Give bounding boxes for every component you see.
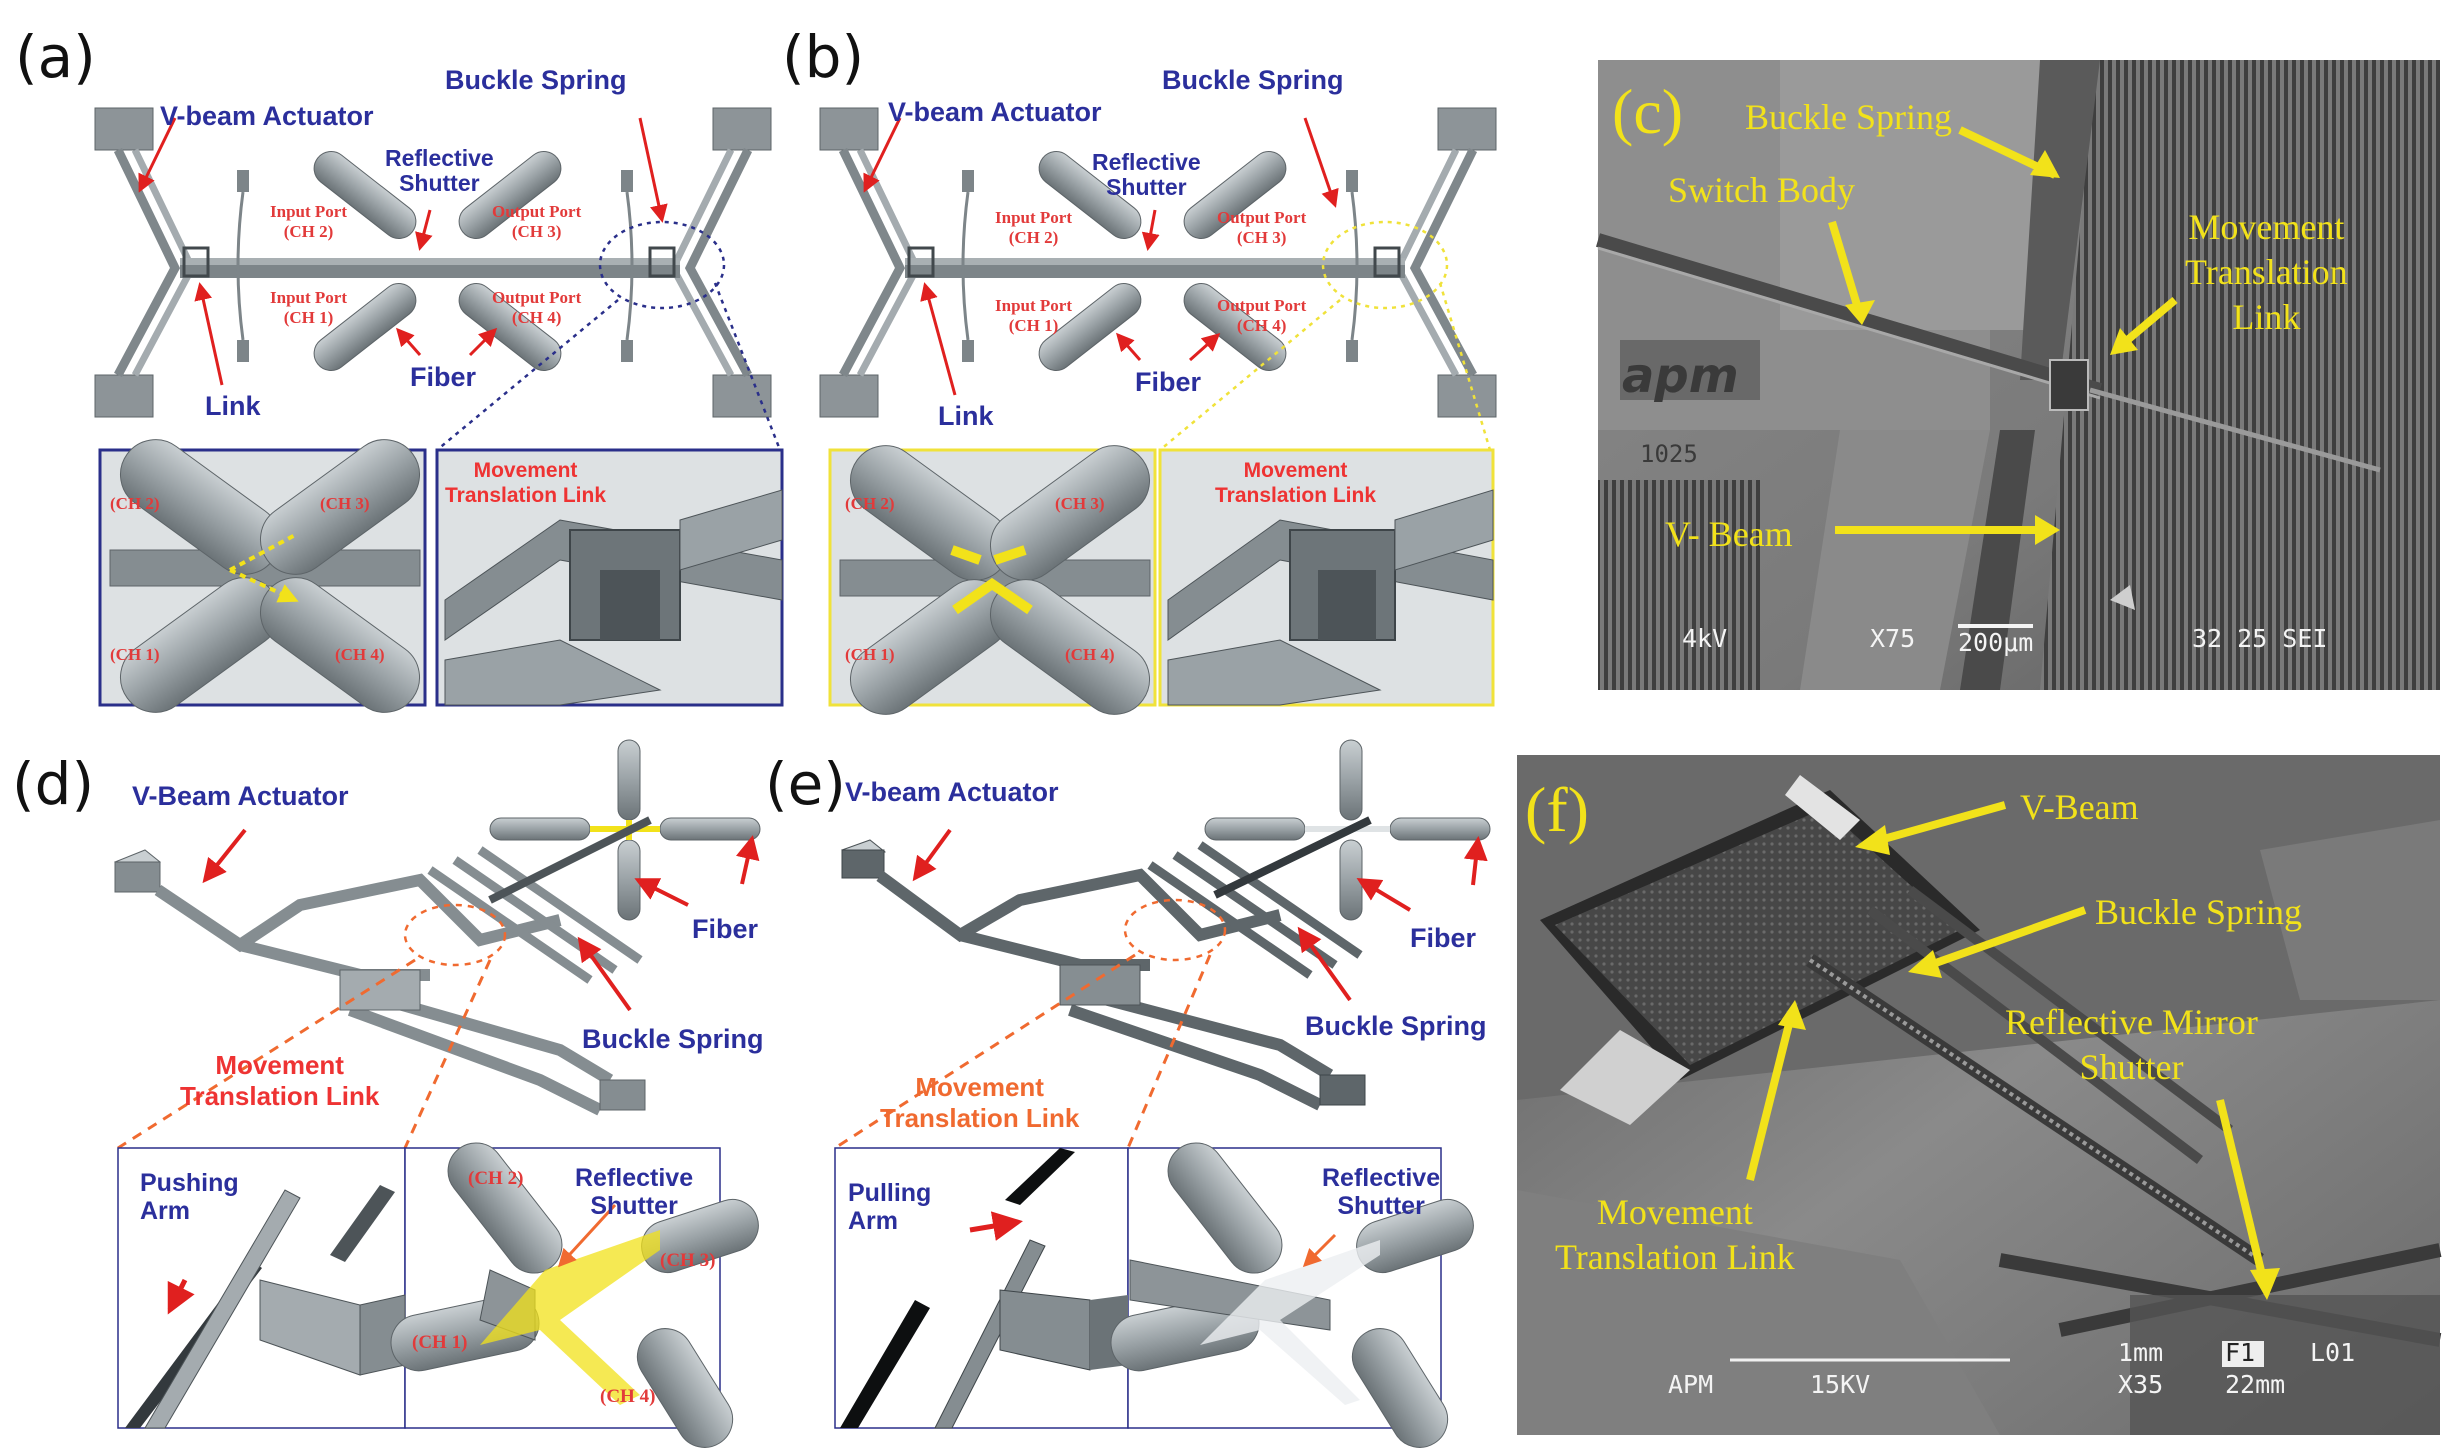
b-output-ch3-label: Output Port (CH 3)	[1217, 208, 1307, 247]
b-inset-ch4: (CH 4)	[1065, 645, 1115, 664]
b-input-ch2-label: Input Port (CH 2)	[995, 208, 1072, 247]
a-output-ch4-label: Output Port (CH 4)	[492, 288, 582, 327]
b-fiber-label: Fiber	[1135, 367, 1202, 397]
c-sem-mag: X75	[1870, 624, 1916, 653]
panel-a-label: (a)	[15, 23, 96, 91]
d-ch1-label: (CH 1)	[412, 1332, 468, 1353]
a-inset-ch1: (CH 1)	[110, 645, 160, 664]
e-vbeam-label: V-beam Actuator	[845, 777, 1059, 807]
b-buckle-label: Buckle Spring	[1162, 65, 1344, 95]
c-vbeam-label: V- Beam	[1665, 514, 1793, 554]
c-sem-id: 32 25 SEI	[2192, 624, 2328, 653]
f-sem-kv: 15KV	[1810, 1370, 1871, 1399]
f-sem-l: L01	[2310, 1338, 2356, 1367]
e-shutter-label: Reflective Shutter	[1322, 1164, 1441, 1220]
d-mtl-label: Movement Translation Link	[180, 1050, 380, 1112]
d-vbeam-label: V-Beam Actuator	[132, 781, 349, 811]
panel-d-diagram	[114, 739, 761, 1448]
b-input-ch1-label: Input Port (CH 1)	[995, 296, 1072, 335]
b-link-label: Link	[938, 401, 994, 431]
a-vbeam-label: V-beam Actuator	[160, 101, 374, 131]
f-buckle-label: Buckle Spring	[2095, 892, 2302, 932]
b-vbeam-label: V-beam Actuator	[888, 97, 1102, 127]
panel-d-label: (d)	[12, 750, 95, 818]
a-input-ch1-label: Input Port (CH 1)	[270, 288, 347, 327]
panel-e-label: (e)	[765, 750, 846, 818]
panel-b-diagram	[819, 107, 1497, 715]
c-sem-kv: 4kV	[1682, 624, 1728, 653]
e-arm-label: Pulling Arm	[848, 1179, 932, 1235]
f-sem-scale: 1mm	[2118, 1338, 2164, 1367]
f-mirror-label: Reflective Mirror Shutter	[2005, 1002, 2258, 1087]
f-sem-apm: APM	[1668, 1370, 1714, 1399]
b-inset-ch2: (CH 2)	[845, 494, 895, 513]
c-apm-logo: apm	[1622, 348, 1739, 404]
e-fiber-label: Fiber	[1410, 923, 1477, 953]
b-shutter-label: Reflective Shutter	[1092, 149, 1201, 201]
b-mtl-label: Movement Translation Link	[1215, 459, 1377, 508]
sem-yellow-arrows	[1746, 126, 2280, 1300]
d-ch2-label: (CH 2)	[468, 1168, 524, 1189]
a-output-ch3-label: Output Port (CH 3)	[492, 202, 582, 241]
a-buckle-label: Buckle Spring	[445, 65, 627, 95]
b-inset-ch3: (CH 3)	[1055, 494, 1105, 513]
f-sem-wd: 22mm	[2225, 1370, 2286, 1399]
a-shutter-label: Reflective Shutter	[385, 145, 494, 197]
b-output-ch4-label: Output Port (CH 4)	[1217, 296, 1307, 335]
panel-b-label: (b)	[782, 23, 865, 91]
b-inset-ch1: (CH 1)	[845, 645, 895, 664]
panel-c-sem-image	[1595, 60, 2440, 690]
panel-c-label: (c)	[1612, 76, 1684, 147]
a-mtl-label: Movement Translation Link	[445, 459, 607, 508]
a-input-ch2-label: Input Port (CH 2)	[270, 202, 347, 241]
f-sem-tag: F1	[2225, 1338, 2256, 1367]
d-fiber-label: Fiber	[692, 914, 759, 944]
c-logo-sub: 1025	[1640, 440, 1698, 468]
a-inset-ch3: (CH 3)	[320, 494, 370, 513]
f-sem-mag: X35	[2118, 1370, 2164, 1399]
a-inset-ch2: (CH 2)	[110, 494, 160, 513]
f-vbeam-label: V-Beam	[2020, 787, 2139, 827]
d-buckle-label: Buckle Spring	[582, 1024, 764, 1054]
a-link-label: Link	[205, 391, 261, 421]
d-ch4-label: (CH 4)	[600, 1386, 656, 1407]
f-mtl-label: Movement Translation Link	[1555, 1192, 1795, 1277]
c-sem-scale: 200μm	[1958, 624, 2034, 657]
panel-e-diagram	[834, 739, 1491, 1448]
panel-f-sem-image	[1517, 755, 2442, 1435]
d-shutter-label: Reflective Shutter	[575, 1164, 694, 1220]
e-buckle-label: Buckle Spring	[1305, 1011, 1487, 1041]
c-mtl-label: Movement Translation Link	[2185, 207, 2348, 337]
c-buckle-label: Buckle Spring	[1745, 97, 1952, 137]
d-arm-label: Pushing Arm	[140, 1169, 239, 1225]
a-fiber-label: Fiber	[410, 362, 477, 392]
c-switch-body-label: Switch Body	[1668, 170, 1856, 210]
e-mtl-label: Movement Translation Link	[880, 1072, 1080, 1134]
panel-a-diagram	[94, 107, 784, 713]
d-ch3-label: (CH 3)	[660, 1250, 716, 1271]
a-inset-ch4: (CH 4)	[335, 645, 385, 664]
panel-f-label: (f)	[1525, 774, 1589, 845]
